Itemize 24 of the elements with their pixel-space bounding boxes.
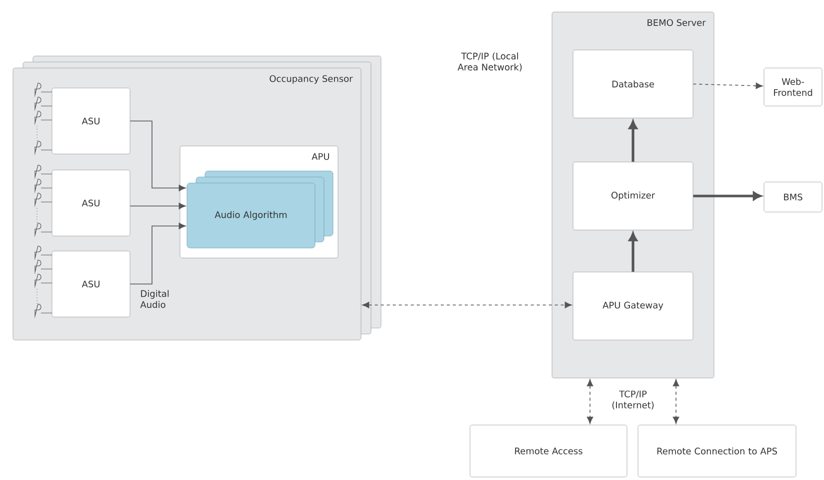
arrow — [692, 82, 763, 89]
process-box: ASU — [52, 250, 130, 318]
process-box: BMS — [764, 182, 822, 212]
arrow — [362, 302, 572, 308]
process-box: Database — [572, 50, 694, 118]
annotation-label: Digital Audio — [140, 290, 169, 308]
annotation-label: TCP/IP (Local Area Network) — [458, 52, 522, 72]
arrow — [130, 120, 186, 192]
arrow — [130, 222, 186, 284]
arrow — [586, 379, 594, 424]
annotation-label: TCP/IP (Internet) — [612, 390, 654, 410]
process-box: Remote Access — [470, 424, 628, 478]
process-box: Web-Frontend — [764, 68, 822, 106]
process-box: Optimizer — [572, 162, 694, 230]
arrow — [628, 120, 638, 162]
arrow — [693, 192, 762, 200]
arrow — [628, 232, 638, 272]
arrow — [672, 379, 680, 424]
process-box: ASU — [52, 170, 130, 236]
process-box: Remote Connection to APS — [638, 424, 796, 478]
process-box: APU Gateway — [572, 272, 694, 340]
arrow — [130, 202, 186, 210]
process-box: ASU — [52, 88, 130, 154]
algorithm-box: Audio Algorithm — [186, 170, 334, 248]
